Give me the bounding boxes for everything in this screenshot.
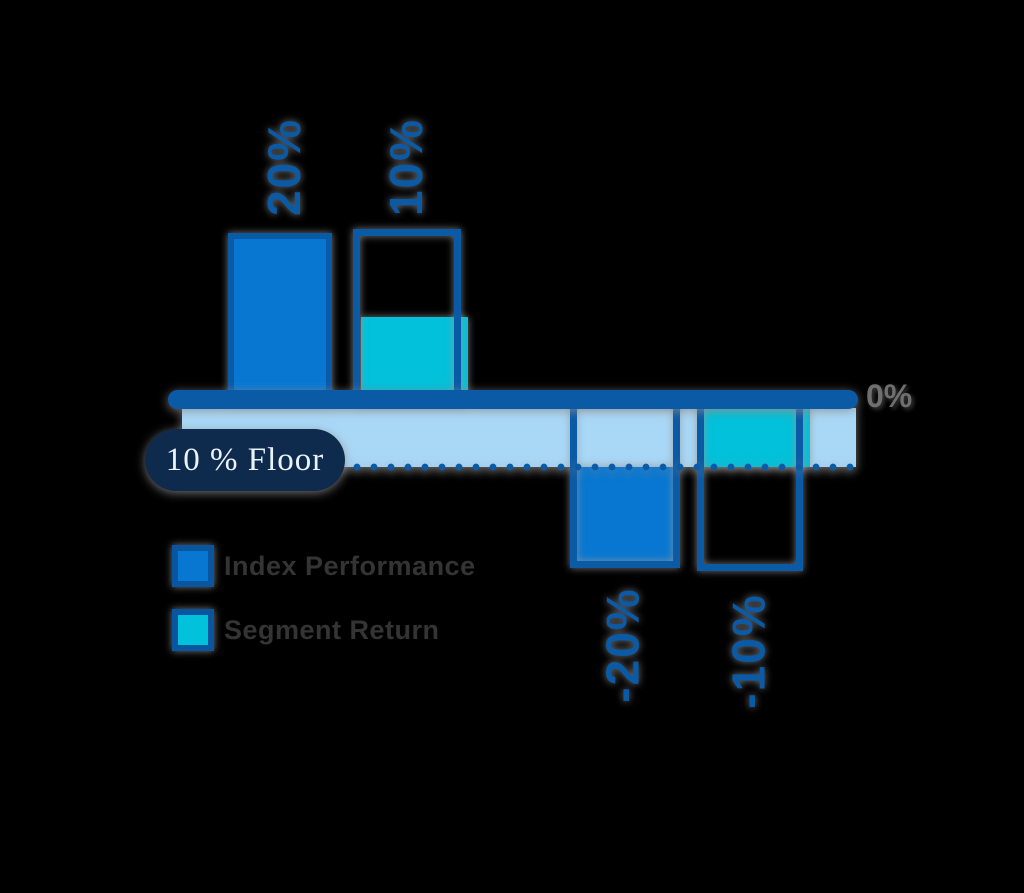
floor-pill-label: 10 % Floor	[165, 441, 325, 478]
bar-label-plus10-text: 10%	[380, 117, 433, 217]
zero-axis-line	[168, 390, 858, 409]
bar-label-plus10: 10%	[374, 103, 438, 231]
bar-index-down-20-fill	[577, 467, 673, 561]
bar-label-minus20: -20%	[592, 574, 654, 716]
segment-swatch-icon	[172, 609, 214, 651]
bar-index-up-20	[228, 233, 332, 405]
legend-label-index: Index Performance	[224, 550, 476, 581]
bar-segment-up-outline-20	[353, 229, 461, 405]
bar-label-minus10-text: -10%	[723, 593, 776, 709]
bar-label-minus10: -10%	[718, 580, 780, 722]
legend-item-index: Index Performance	[172, 545, 476, 587]
legend: Index Performance Segment Return	[172, 545, 476, 673]
floor-pill: 10 % Floor	[145, 429, 345, 491]
bar-label-plus20-text: 20%	[258, 117, 311, 217]
zero-axis-label: 0%	[866, 378, 913, 414]
floor-dotted-line	[182, 462, 860, 472]
index-swatch-icon	[172, 545, 214, 587]
bar-index-down-outline-20	[570, 400, 680, 568]
bar-label-plus20: 20%	[252, 103, 316, 231]
legend-label-segment: Segment Return	[224, 614, 440, 645]
bar-label-minus20-text: -20%	[597, 587, 650, 703]
bar-segment-down-10-fill	[704, 408, 810, 467]
legend-item-segment: Segment Return	[172, 609, 476, 651]
bar-segment-down-outline-20	[697, 400, 803, 571]
